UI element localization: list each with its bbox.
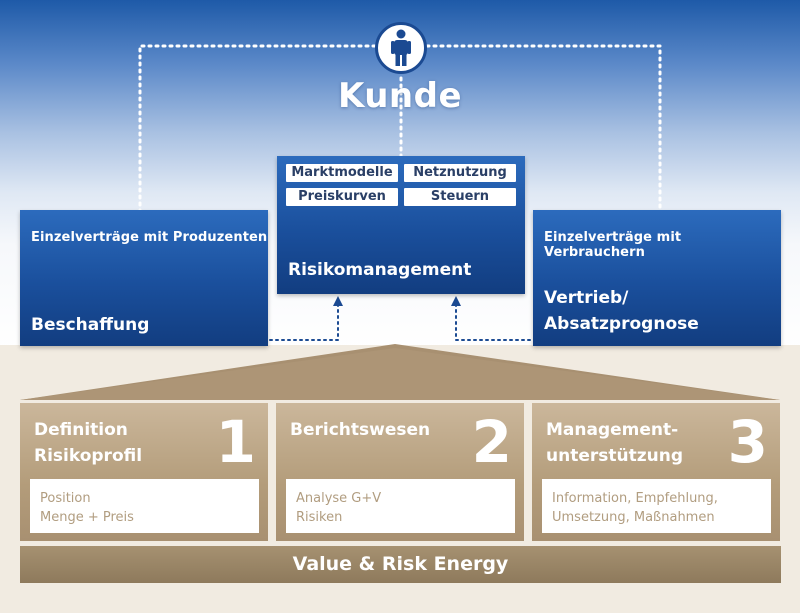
dotted-line-right [425,44,662,214]
card-title-line1: Berichtswesen [290,420,431,440]
chip-price-curves: Preiskurven [286,188,398,206]
roof-shape-inner [20,348,780,400]
arrow-head-right [451,296,461,306]
card-title-line2: unterstützung [546,446,683,466]
card-number: 2 [471,408,512,476]
sales-title-line2: Absatzprognose [544,314,699,334]
dotted-arrow-right [455,303,531,341]
card-title: Definition Risikoprofil [34,417,142,469]
arrow-head-left [333,296,343,306]
card-reporting: Berichtswesen 2 Analyse G+V Risiken [276,403,524,541]
card-risk-profile: Definition Risikoprofil 1 Position Menge… [20,403,268,541]
person-icon [375,22,427,74]
chip-taxes: Steuern [404,188,516,206]
customer-title: Kunde [337,76,463,116]
card-detail-line2: Umsetzung, Maßnahmen [552,510,715,525]
card-detail-line1: Position [40,491,91,506]
card-title: Management- unterstützung [546,417,683,469]
card-detail-box: Analyse G+V Risiken [286,479,515,533]
sales-box: Einzelverträge mit Verbrauchern Vertrieb… [533,210,781,346]
sales-subtitle: Einzelverträge mit Verbrauchern [544,230,682,260]
card-detail-line1: Analyse G+V [296,491,382,506]
procurement-box: Einzelverträge mit Produzenten Beschaffu… [20,210,268,346]
card-title-line1: Management- [546,420,679,440]
card-management-support: Management- unterstützung 3 Information,… [532,403,780,541]
card-number: 3 [727,408,768,476]
card-title: Berichtswesen [290,417,430,443]
card-title-line1: Definition [34,420,128,440]
risk-management-box: Marktmodelle Netznutzung Preiskurven Ste… [277,156,525,294]
risk-management-title: Risikomanagement [288,260,472,280]
card-detail-box: Position Menge + Preis [30,479,259,533]
procurement-title: Beschaffung [31,315,150,335]
card-detail-line1: Information, Empfehlung, [552,491,718,506]
chip-market-models: Marktmodelle [286,164,398,182]
sales-title-line1: Vertrieb/ [544,288,629,308]
card-detail-line2: Risiken [296,510,343,525]
dotted-line-left [138,44,377,214]
procurement-subtitle: Einzelverträge mit Produzenten [31,230,268,245]
card-title-line2: Risikoprofil [34,446,143,466]
card-detail-box: Information, Empfehlung, Umsetzung, Maßn… [542,479,771,533]
footer-bar: Value & Risk Energy [20,546,781,583]
card-number: 1 [215,408,256,476]
card-detail-line2: Menge + Preis [40,510,134,525]
chip-network-usage: Netznutzung [404,164,516,182]
dotted-arrow-left [269,303,339,341]
